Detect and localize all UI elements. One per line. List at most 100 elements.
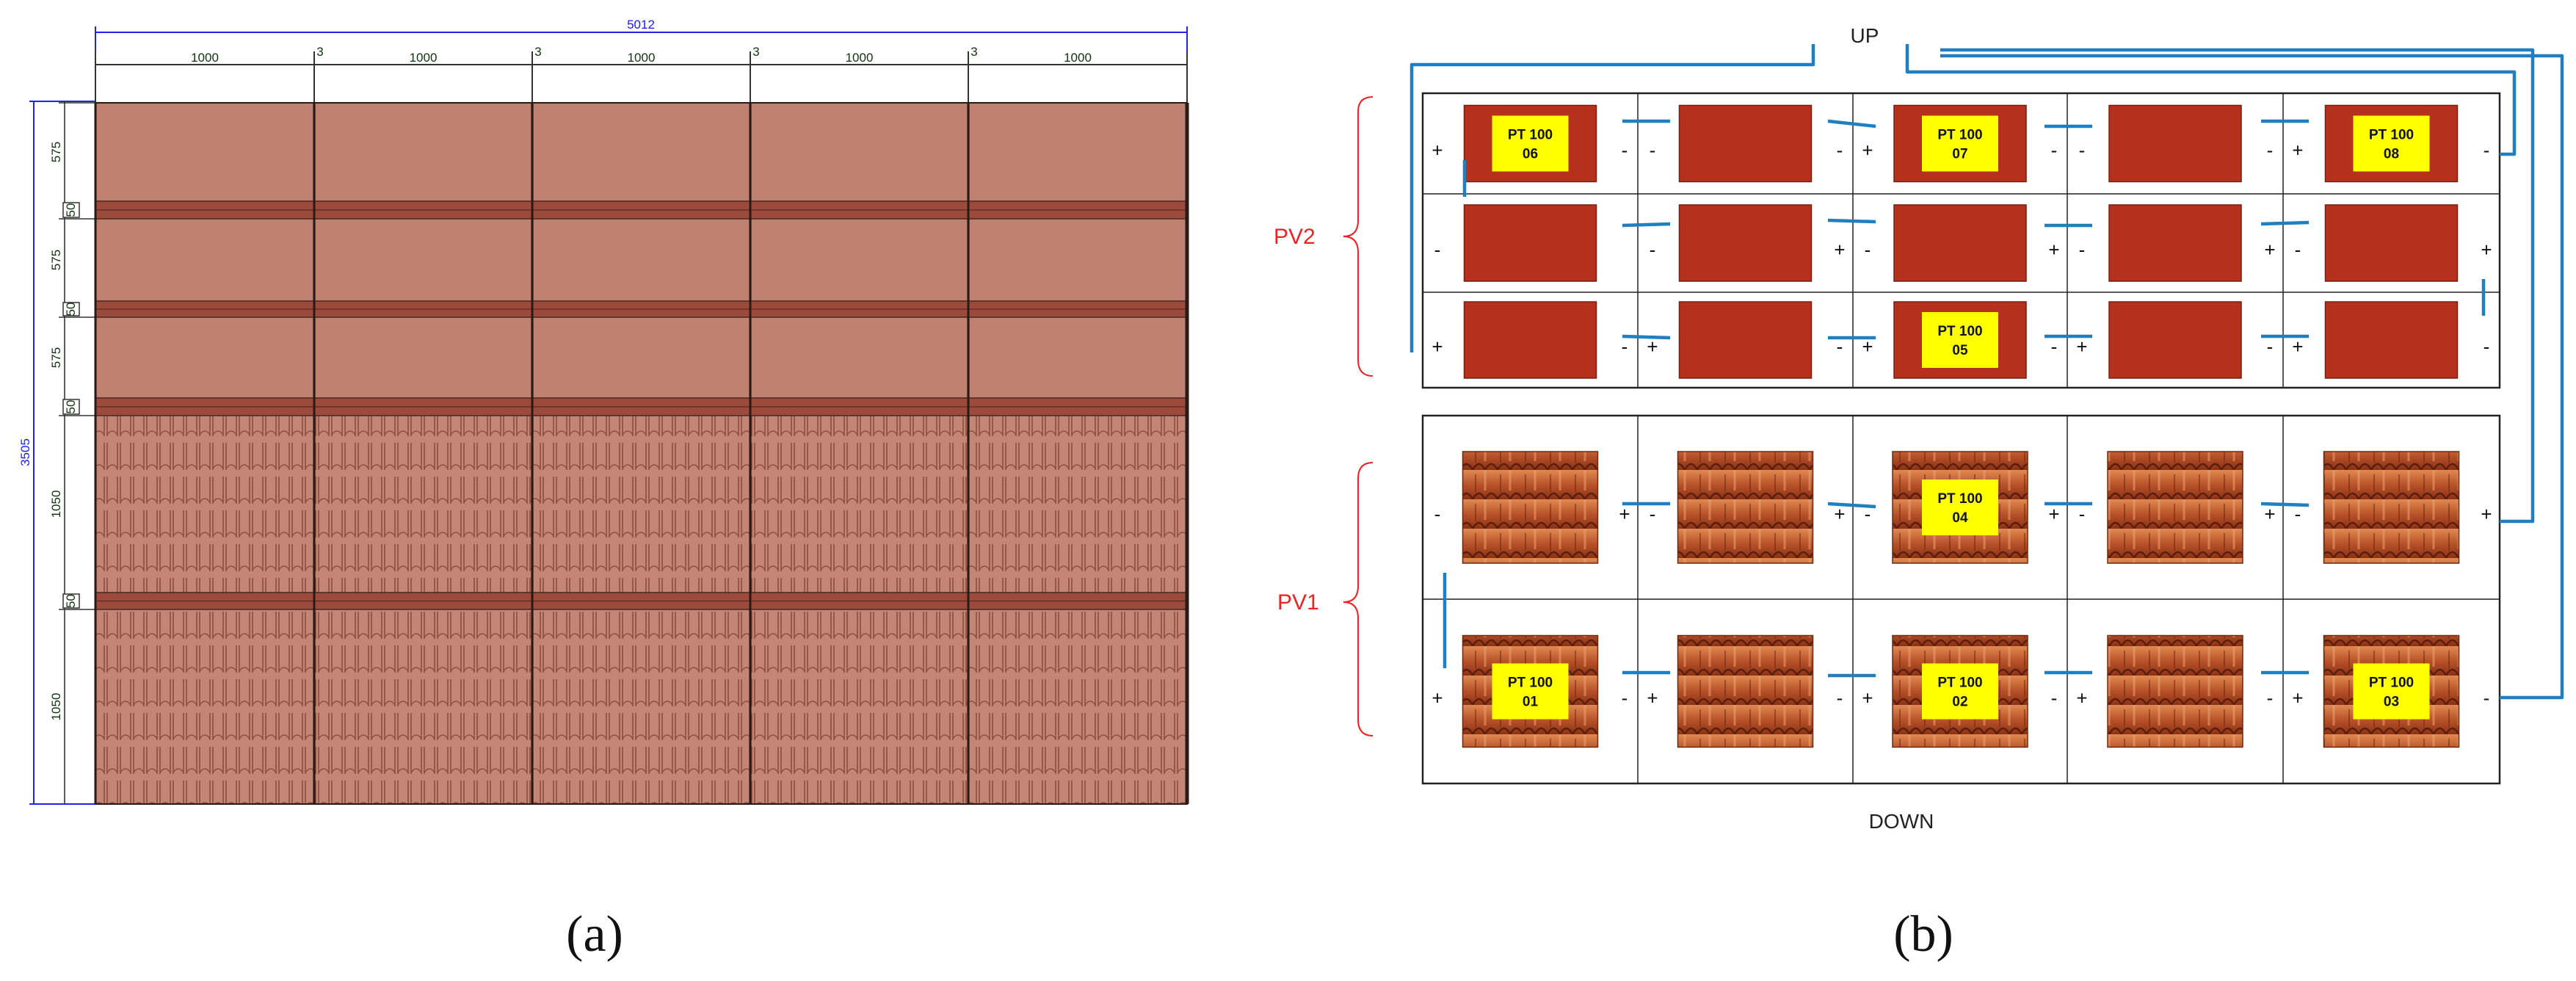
pv-module bbox=[95, 218, 314, 302]
polarity-right: - bbox=[2267, 687, 2274, 709]
pt100-sensor: PT 100 08 bbox=[2353, 115, 2430, 172]
spacer-label: 50 bbox=[64, 400, 78, 414]
polarity-right: + bbox=[2264, 503, 2275, 525]
sensor-box bbox=[1922, 115, 1998, 172]
pv-module bbox=[750, 218, 968, 302]
sensor-box bbox=[1922, 479, 1998, 535]
pv-cell bbox=[1463, 204, 1597, 282]
pv-cell bbox=[2324, 204, 2459, 282]
sensor-label: PT 100 bbox=[1937, 676, 1982, 691]
sensor-number: 04 bbox=[1952, 510, 1968, 526]
pv-module bbox=[968, 316, 1187, 399]
polarity-left: - bbox=[2079, 140, 2086, 162]
roof-tile-module bbox=[1677, 634, 1814, 748]
roof-tile-module bbox=[2107, 634, 2243, 748]
caption-a: (a) bbox=[566, 906, 623, 963]
tile-module bbox=[314, 415, 532, 593]
pv-module bbox=[750, 102, 968, 202]
pv-module bbox=[968, 102, 1187, 202]
up-label: UP bbox=[1851, 24, 1879, 47]
pv-module bbox=[532, 218, 750, 302]
pv2-lead-wire bbox=[1905, 44, 2517, 156]
spacer-label: 50 bbox=[64, 303, 78, 316]
pv-cell bbox=[1893, 204, 2027, 282]
spacer-block bbox=[62, 593, 80, 609]
tile-module bbox=[532, 609, 750, 805]
polarity-left: + bbox=[2292, 336, 2303, 358]
polarity-right: - bbox=[1622, 140, 1628, 162]
sensor-number: 06 bbox=[1523, 147, 1538, 162]
sensor-label: PT 100 bbox=[2369, 676, 2414, 691]
polarity-right: + bbox=[2481, 239, 2492, 261]
sensor-box bbox=[2353, 663, 2430, 720]
polarity-left: - bbox=[2079, 239, 2086, 261]
jumper-wire bbox=[1622, 334, 1671, 340]
tile-module bbox=[750, 609, 968, 805]
tile-module bbox=[750, 415, 968, 593]
polarity-left: + bbox=[1432, 687, 1443, 709]
polarity-left: + bbox=[1647, 336, 1658, 358]
pv-module bbox=[314, 218, 532, 302]
polarity-right: + bbox=[1834, 503, 1845, 525]
polarity-left: + bbox=[1862, 140, 1873, 162]
pv-cell bbox=[1678, 301, 1813, 379]
polarity-right: - bbox=[1622, 336, 1628, 358]
row-height-label: 1050 bbox=[49, 693, 63, 721]
tile-module bbox=[968, 415, 1187, 593]
polarity-left: - bbox=[1434, 239, 1441, 261]
polarity-right: - bbox=[2484, 140, 2490, 162]
jumper-wire bbox=[2260, 502, 2310, 507]
pv1-group-brace: PV1 bbox=[1277, 462, 1374, 736]
module-width-label: 1000 bbox=[1064, 51, 1092, 65]
pv1-label: PV1 bbox=[1277, 590, 1319, 615]
roof-tile-module bbox=[1462, 451, 1599, 564]
polarity-left: - bbox=[2079, 503, 2086, 525]
polarity-left: - bbox=[1650, 503, 1656, 525]
polarity-right: - bbox=[2051, 687, 2058, 709]
pv-cell bbox=[1678, 204, 1813, 282]
polarity-left: - bbox=[1650, 239, 1656, 261]
pv-module bbox=[532, 316, 750, 399]
module-grid bbox=[94, 102, 1189, 805]
polarity-left: + bbox=[2292, 687, 2303, 709]
total-width-label: 5012 bbox=[627, 18, 655, 32]
jumper-wire bbox=[2260, 220, 2310, 226]
module-width-label: 1000 bbox=[191, 51, 219, 65]
spacer-block bbox=[62, 302, 80, 316]
pv-cell bbox=[2324, 301, 2459, 379]
pv-module bbox=[314, 316, 532, 399]
caption-b: (b) bbox=[1893, 906, 1953, 963]
pv-cell bbox=[2108, 104, 2242, 183]
total-height-label: 3505 bbox=[18, 438, 32, 466]
tile-module bbox=[968, 609, 1187, 805]
gap-label: 3 bbox=[316, 45, 323, 59]
roof-tile-module bbox=[1677, 451, 1814, 564]
polarity-right: - bbox=[2051, 140, 2058, 162]
sensor-number: 05 bbox=[1952, 343, 1968, 358]
pv-cell bbox=[1463, 301, 1597, 379]
polarity-right: - bbox=[1622, 687, 1628, 709]
row-height-label: 1050 bbox=[49, 490, 63, 518]
module-width-label: 1000 bbox=[846, 51, 874, 65]
row-height-label: 575 bbox=[49, 142, 63, 162]
polarity-right: - bbox=[2267, 140, 2274, 162]
polarity-left: - bbox=[1865, 239, 1871, 261]
gap-label: 3 bbox=[534, 45, 541, 59]
polarity-right: - bbox=[1837, 140, 1843, 162]
polarity-left: + bbox=[1862, 336, 1873, 358]
roof-tile-module bbox=[2107, 451, 2243, 564]
polarity-right: + bbox=[2048, 239, 2059, 261]
polarity-right: + bbox=[1619, 503, 1630, 525]
sensor-label: PT 100 bbox=[2369, 128, 2414, 143]
row-height-label: 575 bbox=[49, 250, 63, 270]
sensor-number: 08 bbox=[2384, 147, 2399, 162]
